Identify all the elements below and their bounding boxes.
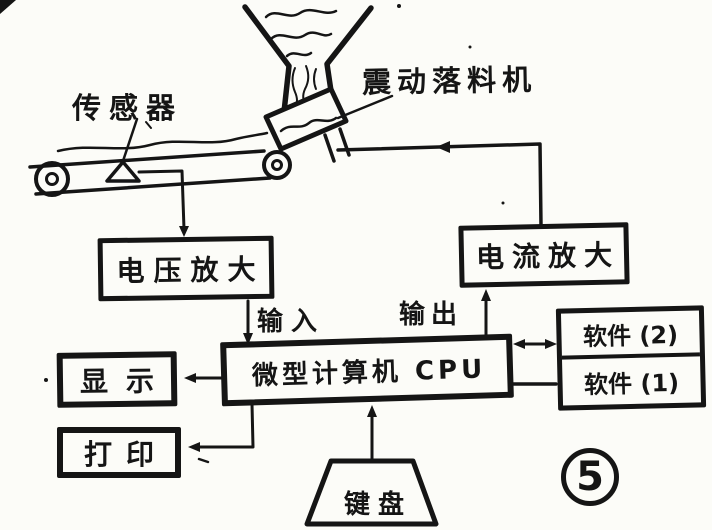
arrowhead-into-cpu-right [513,339,525,349]
hopper-left-wall [242,4,292,115]
current-amp-to-feeder-line [336,142,543,228]
software2-label: 软件 (2) [582,320,679,351]
keyboard-label: 键盘 [343,490,412,520]
belt-bottom-line [34,176,272,196]
hopper-right-wall [324,5,374,94]
feeder-material-wave [279,116,338,133]
output-annotation: 输出 [399,300,464,330]
keyboard-trapezoid [304,458,439,527]
sensor-triangle [105,160,141,183]
cpu-to-print-line [196,402,255,449]
software2-cell: 软件 (2) [560,310,700,360]
scan-dash [197,457,210,464]
arrowhead-into-software2 [545,339,557,349]
scan-speck-1 [397,4,401,8]
arrowhead-into-print [188,442,200,452]
left-roller-inner [45,172,59,186]
vibration-feeder-box [263,86,349,152]
figure-number: 5 [576,454,604,500]
sensor-leader-tick [145,121,152,129]
software1-cell: 软件 (1) [562,356,701,405]
hopper-material-wave-3 [285,51,313,58]
scan-speck-corner [0,0,16,14]
input-annotation: 输入 [257,307,326,337]
cpu-label: 微型计算机 CPU [251,353,487,391]
software-group-box: 软件 (2) 软件 (1) [555,305,707,411]
figure-number-badge: 5 [561,448,619,506]
belt-top-line [28,149,266,169]
left-roller-outer [34,161,70,197]
arrowhead-into-current-amp [481,289,491,301]
current-amp-label: 电流放大 [475,238,621,275]
arrowhead-toward-feeder [436,141,450,153]
scan-speck-4 [468,45,472,49]
sensor-annotation: 传感器 [72,91,184,125]
cpu-box: 微型计算机 CPU [220,333,514,407]
right-roller-inner [271,159,283,171]
display-label: 显示 [79,363,173,399]
ground-wavy-line [56,131,269,153]
sensor-to-voltage-amp-line [137,169,186,231]
arrowhead-into-cpu-top [243,333,253,345]
vibration-feeder-annotation: 震动落料机 [361,62,538,100]
feeder-label-leader [336,94,394,120]
print-box: 打印 [57,427,181,478]
scan-speck-3 [501,201,505,205]
arrowhead-into-voltage-amp [179,226,189,237]
voltage-amp-label: 电压放大 [116,252,265,288]
display-box: 显示 [56,351,178,408]
arrowhead-into-display [184,373,196,383]
sensor-leader-line [121,117,139,163]
software1-label: 软件 (1) [583,368,680,399]
voltage-amp-box: 电压放大 [97,235,275,302]
hopper-material-wave-1 [264,8,338,19]
chute-flow-squiggle-3 [313,68,317,90]
feeder-stub-left [323,133,336,163]
hopper-material-wave-2 [269,31,333,41]
current-amp-box: 电流放大 [458,222,630,288]
arrowhead-into-cpu-bottom [367,405,377,417]
right-roller-outer [262,150,292,180]
scan-speck-2 [44,378,48,382]
print-label: 打印 [83,437,168,471]
